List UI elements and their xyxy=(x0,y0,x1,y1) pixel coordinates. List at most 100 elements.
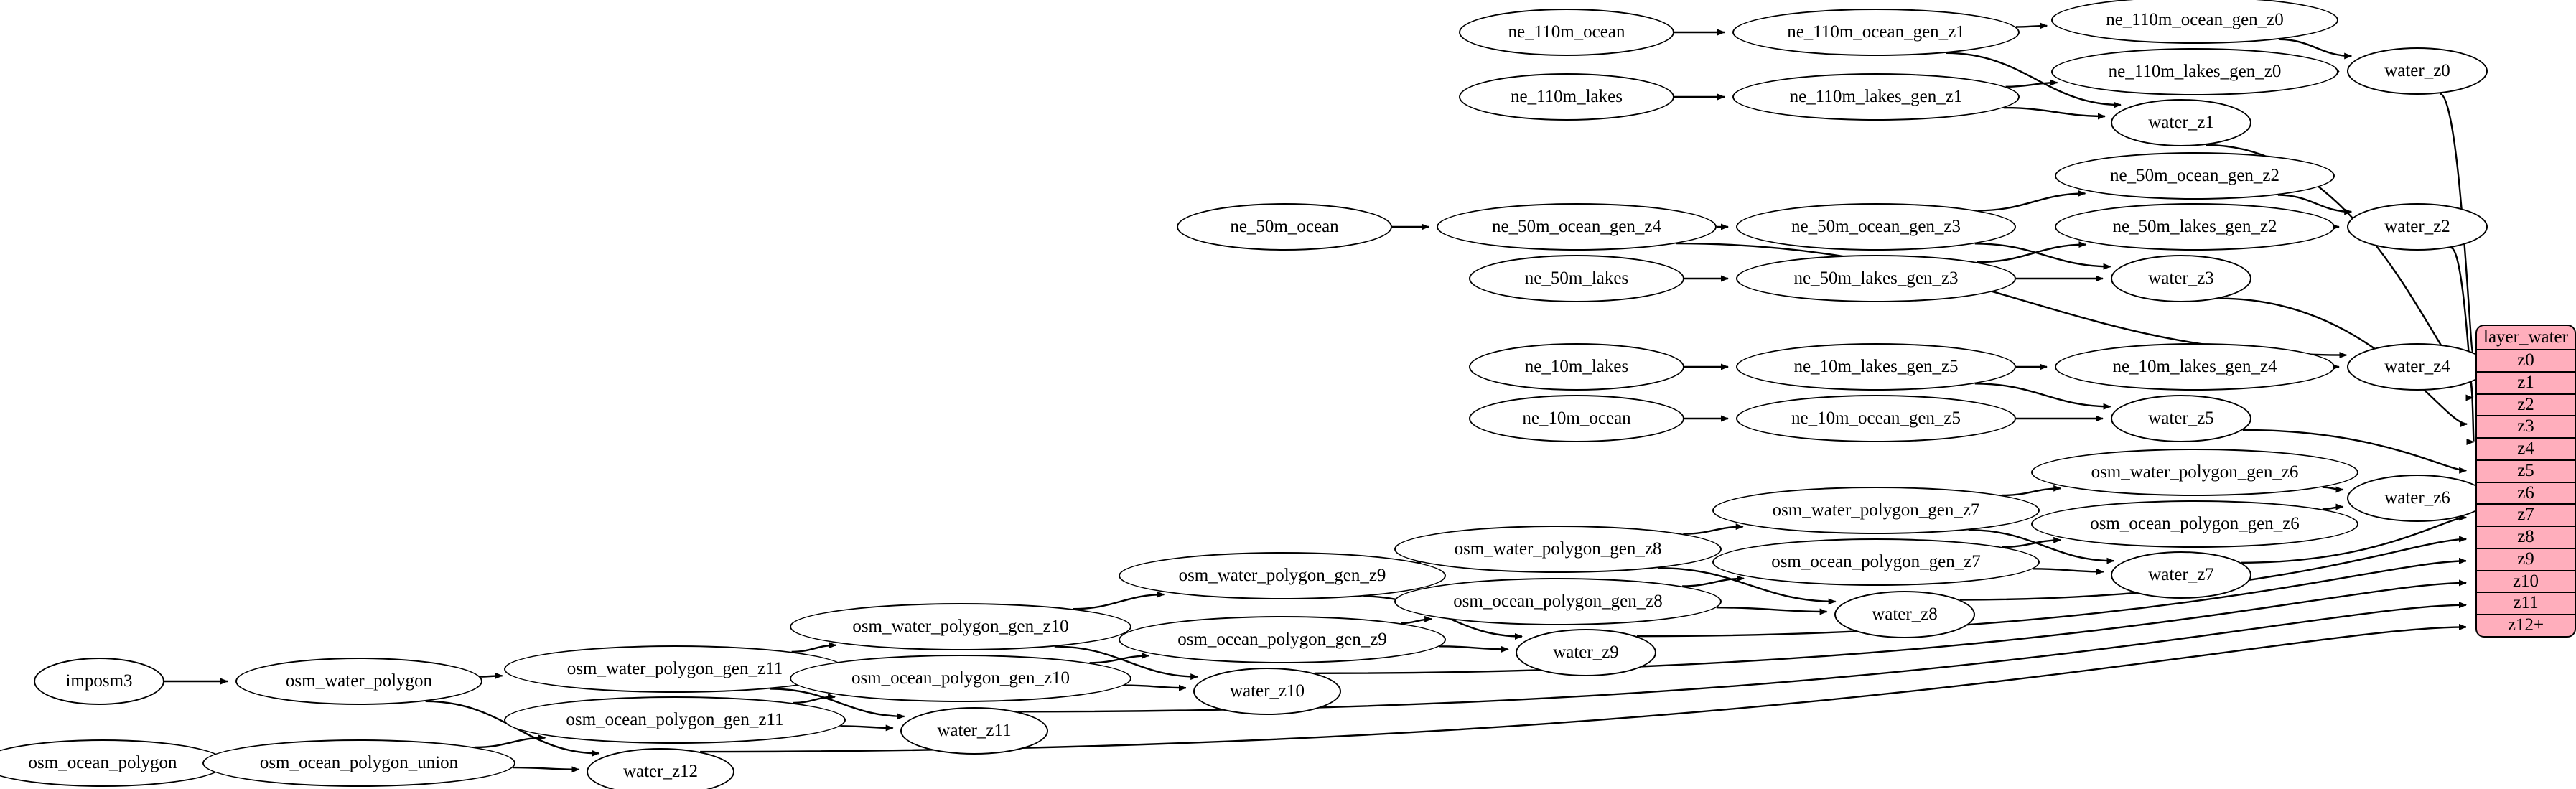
edge-osm_ocean_polygon_gen_z6-to-water_z6 xyxy=(2322,503,2344,510)
node-label: osm_ocean_polygon_gen_z8 xyxy=(1453,592,1663,611)
node-ne_50m_ocean_gen_z2[interactable]: ne_50m_ocean_gen_z2 xyxy=(2055,152,2335,200)
layer-water-row-z12+[interactable]: z12+ xyxy=(2507,615,2544,635)
node-ne_110m_lakes[interactable]: ne_110m_lakes xyxy=(1459,73,1674,121)
edge-osm_ocean_polygon_gen_z7-to-osm_ocean_polygon_gen_z6 xyxy=(2002,536,2062,548)
edge-ne_50m_ocean_gen_z3-to-ne_50m_ocean_gen_z2 xyxy=(1977,190,2086,212)
node-ne_110m_ocean_gen_z1[interactable]: ne_110m_ocean_gen_z1 xyxy=(1732,9,2020,56)
node-ne_50m_ocean[interactable]: ne_50m_ocean xyxy=(1177,203,1392,251)
node-label: imposm3 xyxy=(65,671,133,691)
node-water_z6[interactable]: water_z6 xyxy=(2347,475,2488,522)
edge-ne_50m_lakes_gen_z3-to-ne_50m_lakes_gen_z2 xyxy=(1977,241,2087,263)
node-osm_ocean_polygon_gen_z10[interactable]: osm_ocean_polygon_gen_z10 xyxy=(790,655,1131,702)
node-water_z11[interactable]: water_z11 xyxy=(900,707,1048,755)
node-label: water_z3 xyxy=(2148,269,2214,288)
node-label: water_z1 xyxy=(2148,113,2214,132)
node-water_z8[interactable]: water_z8 xyxy=(1834,591,1975,638)
node-osm_ocean_polygon_union[interactable]: osm_ocean_polygon_union xyxy=(202,739,515,787)
node-ne_50m_lakes_gen_z2[interactable]: ne_50m_lakes_gen_z2 xyxy=(2055,203,2335,251)
node-osm_water_polygon_gen_z8[interactable]: osm_water_polygon_gen_z8 xyxy=(1394,526,1722,573)
node-imposm3[interactable]: imposm3 xyxy=(34,658,164,705)
layer-water-row-z8[interactable]: z8 xyxy=(2477,527,2575,549)
node-water_z1[interactable]: water_z1 xyxy=(2111,99,2251,146)
node-label: osm_ocean_polygon_gen_z9 xyxy=(1177,630,1387,649)
node-water_z5[interactable]: water_z5 xyxy=(2111,395,2251,442)
layer-water-row-z4[interactable]: z4 xyxy=(2477,439,2575,461)
node-ne_10m_lakes_gen_z5[interactable]: ne_10m_lakes_gen_z5 xyxy=(1736,343,2016,391)
layer-water-row-z11[interactable]: z11 xyxy=(2477,593,2575,616)
edge-osm_water_polygon_gen_z10-to-osm_water_polygon_gen_z9 xyxy=(1073,591,1165,610)
edge-osm_ocean_polygon_union-to-osm_ocean_polygon_gen_z11 xyxy=(475,734,546,749)
node-osm_ocean_polygon_gen_z8[interactable]: osm_ocean_polygon_gen_z8 xyxy=(1394,578,1722,625)
node-label: water_z10 xyxy=(1229,681,1305,701)
node-osm_water_polygon_gen_z6[interactable]: osm_water_polygon_gen_z6 xyxy=(2031,449,2358,496)
node-water_z0[interactable]: water_z0 xyxy=(2347,47,2488,95)
node-label: ne_110m_lakes_gen_z0 xyxy=(2108,62,2282,81)
layer-water-row-z0[interactable]: z0 xyxy=(2477,350,2575,373)
node-label: osm_ocean_polygon xyxy=(28,753,177,772)
node-label: water_z0 xyxy=(2384,61,2450,80)
edge-osm_ocean_polygon_gen_z11-to-water_z11 xyxy=(840,724,894,732)
layer-water-row-z7[interactable]: z7 xyxy=(2477,505,2575,528)
node-osm_water_polygon_gen_z9[interactable]: osm_water_polygon_gen_z9 xyxy=(1119,552,1446,599)
layer-water-row-z5[interactable]: z5 xyxy=(2477,461,2575,483)
edge-osm_ocean_polygon_gen_z10-to-osm_ocean_polygon_gen_z9 xyxy=(1089,652,1149,664)
node-label: water_z8 xyxy=(1872,604,1938,624)
node-ne_110m_lakes_gen_z1[interactable]: ne_110m_lakes_gen_z1 xyxy=(1732,73,2020,121)
node-osm_ocean_polygon_gen_z9[interactable]: osm_ocean_polygon_gen_z9 xyxy=(1119,616,1446,663)
node-ne_50m_ocean_gen_z4[interactable]: ne_50m_ocean_gen_z4 xyxy=(1437,203,1717,251)
node-osm_ocean_polygon_gen_z11[interactable]: osm_ocean_polygon_gen_z11 xyxy=(504,696,846,744)
node-water_z4[interactable]: water_z4 xyxy=(2347,343,2488,391)
node-water_z3[interactable]: water_z3 xyxy=(2111,255,2251,302)
node-ne_50m_ocean_gen_z3[interactable]: ne_50m_ocean_gen_z3 xyxy=(1736,203,2016,251)
node-osm_ocean_polygon_gen_z7[interactable]: osm_ocean_polygon_gen_z7 xyxy=(1712,538,2040,586)
node-label: osm_ocean_polygon_gen_z10 xyxy=(851,668,1070,688)
node-osm_water_polygon_gen_z10[interactable]: osm_water_polygon_gen_z10 xyxy=(790,603,1131,650)
node-water_z9[interactable]: water_z9 xyxy=(1516,629,1656,676)
layer-water-row-z6[interactable]: z6 xyxy=(2477,483,2575,505)
node-ne_10m_lakes_gen_z4[interactable]: ne_10m_lakes_gen_z4 xyxy=(2055,343,2335,391)
edge-osm_water_polygon_gen_z11-to-osm_water_polygon_gen_z10 xyxy=(791,642,837,653)
node-ne_10m_ocean_gen_z5[interactable]: ne_10m_ocean_gen_z5 xyxy=(1736,395,2016,442)
node-label: water_z12 xyxy=(622,762,699,781)
layer-water-row-z2[interactable]: z2 xyxy=(2477,395,2575,417)
node-water_z10[interactable]: water_z10 xyxy=(1193,668,1341,715)
node-label: ne_10m_lakes xyxy=(1524,357,1629,376)
node-osm_water_polygon[interactable]: osm_water_polygon xyxy=(235,658,482,705)
node-label: ne_10m_ocean_gen_z5 xyxy=(1791,408,1961,428)
node-ne_110m_ocean[interactable]: ne_110m_ocean xyxy=(1459,9,1674,56)
layer-water-row-z10[interactable]: z10 xyxy=(2477,571,2575,594)
edge-osm_ocean_polygon_gen_z9-to-osm_ocean_polygon_gen_z8 xyxy=(1400,615,1433,625)
layer-water-row-z1[interactable]: z1 xyxy=(2477,373,2575,395)
node-ne_10m_ocean[interactable]: ne_10m_ocean xyxy=(1469,395,1684,442)
node-label: osm_water_polygon_gen_z9 xyxy=(1178,566,1386,585)
layer-water-row-z9[interactable]: z9 xyxy=(2477,549,2575,571)
node-label: ne_50m_lakes xyxy=(1524,269,1629,288)
node-water_z7[interactable]: water_z7 xyxy=(2111,551,2251,599)
edge-osm_water_polygon_gen_z8-to-water_z8 xyxy=(1657,567,1837,605)
node-label: osm_water_polygon_gen_z7 xyxy=(1772,500,1980,520)
edge-water_z7-to-layer_water-z7 xyxy=(2241,514,2468,564)
node-ne_10m_lakes[interactable]: ne_10m_lakes xyxy=(1469,343,1684,391)
node-water_z2[interactable]: water_z2 xyxy=(2347,203,2488,251)
node-ne_50m_lakes[interactable]: ne_50m_lakes xyxy=(1469,255,1684,302)
node-label: ne_50m_lakes_gen_z2 xyxy=(2112,217,2277,236)
node-label: osm_water_polygon_gen_z8 xyxy=(1454,539,1662,559)
node-label: water_z7 xyxy=(2148,565,2214,584)
edge-osm_ocean_polygon_gen_z11-to-osm_ocean_polygon_gen_z10 xyxy=(793,694,836,704)
edge-water_z11-to-layer_water-z11 xyxy=(1017,602,2467,713)
node-ne_110m_lakes_gen_z0[interactable]: ne_110m_lakes_gen_z0 xyxy=(2051,48,2338,95)
edge-ne_110m_ocean_gen_z1-to-water_z1 xyxy=(1946,52,2122,108)
node-osm_water_polygon_gen_z11[interactable]: osm_water_polygon_gen_z11 xyxy=(504,645,846,693)
node-label: ne_10m_lakes_gen_z4 xyxy=(2112,357,2277,376)
node-osm_ocean_polygon_gen_z6[interactable]: osm_ocean_polygon_gen_z6 xyxy=(2031,500,2358,548)
node-water_z12[interactable]: water_z12 xyxy=(587,748,734,789)
node-osm_water_polygon_gen_z7[interactable]: osm_water_polygon_gen_z7 xyxy=(1712,487,2040,534)
layer-water-row-z3[interactable]: z3 xyxy=(2477,416,2575,439)
edge-osm_ocean_polygon_gen_z8-to-water_z8 xyxy=(1716,607,1828,615)
edge-ne_110m_ocean_gen_z1-to-ne_110m_ocean_gen_z0 xyxy=(2015,22,2048,29)
node-label: water_z4 xyxy=(2384,357,2450,376)
node-label: osm_ocean_polygon_union xyxy=(259,753,459,772)
node-ne_50m_lakes_gen_z3[interactable]: ne_50m_lakes_gen_z3 xyxy=(1736,255,2016,302)
